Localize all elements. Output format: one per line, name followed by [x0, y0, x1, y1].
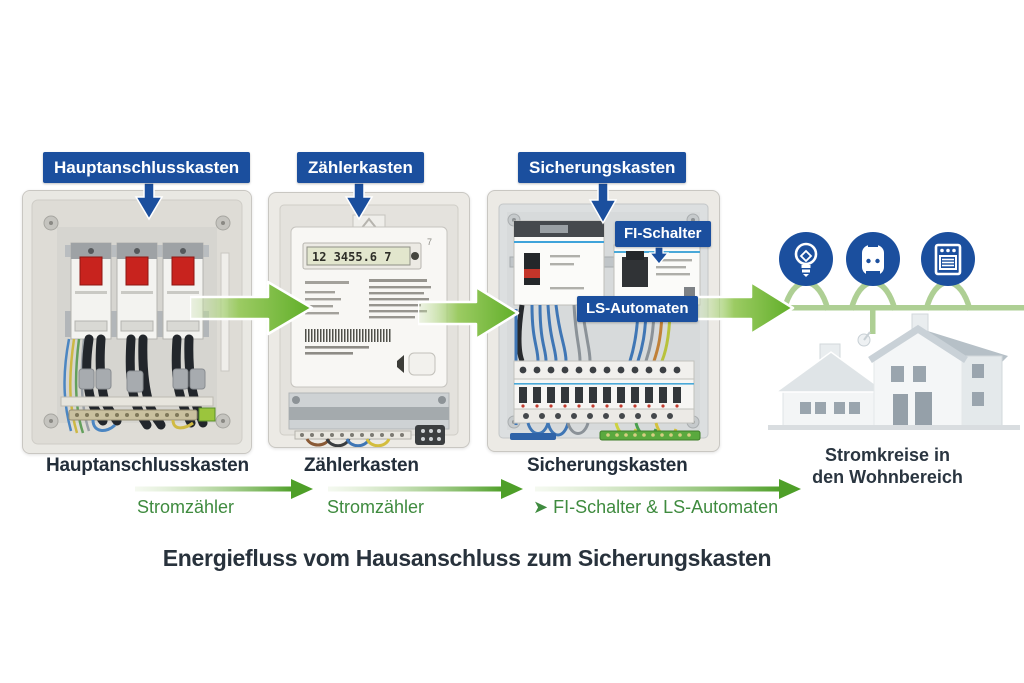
photo-hauptanschlusskasten — [22, 190, 252, 454]
step-title-zaehlerkasten: Zählerkasten — [304, 455, 419, 476]
step-arrow-3 — [535, 479, 801, 499]
callout-arrow-down-icon — [134, 183, 164, 221]
earth-wire — [171, 419, 194, 430]
house-illustration — [768, 313, 1020, 430]
step-title-hauptanschlusskasten: Hauptanschlusskasten — [46, 455, 249, 476]
stove-icon — [921, 232, 975, 286]
destination-text: Stromkreise in den Wohnbereich — [800, 444, 975, 488]
callout-fi-schalter: FI-Schalter — [615, 221, 711, 247]
step-sub-stromzaehler-2: Stromzähler — [327, 497, 425, 517]
earth-bar — [599, 430, 701, 441]
callout-zaehlerkasten: Zählerkasten — [297, 152, 424, 183]
main-switch — [513, 220, 605, 306]
circuit-drop-line — [870, 308, 876, 334]
callout-arrow-down-icon — [588, 183, 618, 225]
cable-glands — [78, 368, 206, 393]
meter-barcode — [305, 329, 391, 342]
ground-line — [768, 425, 1020, 430]
circuit-main-line — [786, 305, 1024, 311]
callout-arrow-down-icon — [344, 183, 374, 221]
callout-hauptanschlusskasten: Hauptanschlusskasten — [43, 152, 251, 183]
callout-sicherungskasten: Sicherungskasten — [518, 152, 687, 183]
fuse-unit — [116, 242, 158, 340]
neutral-block — [510, 433, 556, 440]
flow-arrow-3 — [695, 280, 795, 336]
destination-line1: Stromkreise in — [824, 445, 951, 465]
destination-line2: den Wohnbereich — [812, 467, 963, 487]
meter-spec-print — [369, 279, 431, 319]
callout-arrow-down-icon — [648, 247, 670, 265]
meter-lower-cover — [288, 392, 450, 430]
step-arrow-1 — [135, 479, 313, 499]
meter-wires — [305, 438, 391, 447]
electricity-meter: 12 3455.6 7 7 — [290, 214, 448, 388]
junction-block — [415, 425, 445, 445]
meter-dial-mark: 7 — [427, 237, 432, 247]
step-arrow-2 — [328, 479, 523, 499]
meter-reading: 12 3455.6 7 — [312, 250, 391, 264]
earth-terminal-bar — [68, 407, 216, 422]
step-sub-stromzaehler-1: Stromzähler — [137, 497, 235, 517]
caption: Energiefluss vom Hausanschluss zum Siche… — [162, 545, 772, 571]
callout-ls-automaten: LS-Automaten — [577, 296, 698, 322]
flow-arrow-1 — [190, 280, 314, 336]
household-circuits-graphic — [768, 232, 1024, 430]
fuse-unit — [162, 242, 204, 340]
power-socket-icon — [846, 232, 900, 286]
flow-arrow-2 — [418, 285, 520, 341]
meter-terminals — [294, 430, 412, 440]
step-title-sicherungskasten: Sicherungskasten — [527, 455, 688, 476]
step-sub-fi-ls: ➤ FI-Schalter & LS-Automaten — [533, 497, 779, 517]
meter-small-print — [305, 281, 349, 315]
neutral-wire — [91, 419, 117, 432]
ls-automaten-row — [513, 360, 695, 424]
fuse-unit — [70, 242, 112, 340]
hauptanschlusskasten-illustration — [23, 191, 251, 453]
light-bulb-icon — [779, 232, 833, 286]
